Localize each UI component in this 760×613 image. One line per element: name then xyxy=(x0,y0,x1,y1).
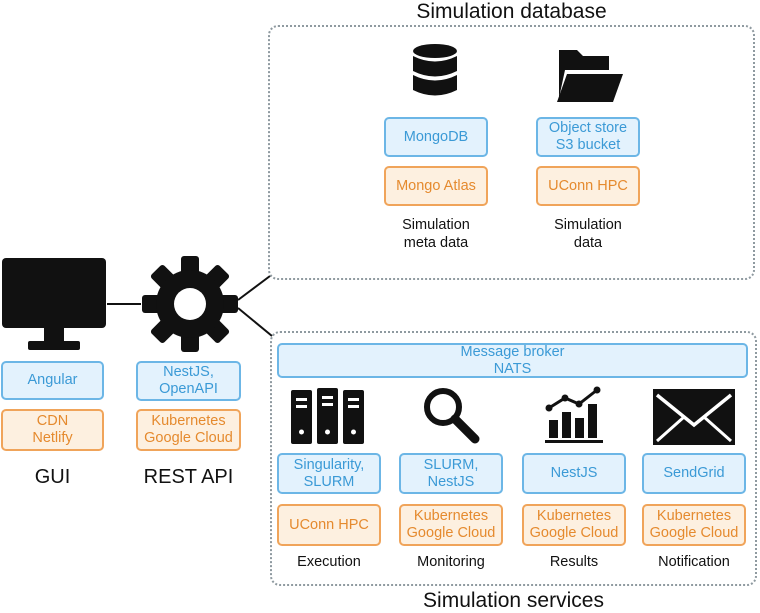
notification-caption: Notification xyxy=(658,554,730,570)
monitoring-tech-box: SLURM, NestJS xyxy=(399,453,503,494)
folder-icon xyxy=(557,50,623,102)
nestjs-openapi-tech-box: NestJS, OpenAPI xyxy=(136,361,241,401)
magnifier-icon xyxy=(424,388,480,444)
gui-label: GUI xyxy=(34,466,71,488)
monitoring-caption: Monitoring xyxy=(417,554,485,570)
envelope-icon xyxy=(653,389,735,445)
notification-tech-box: SendGrid xyxy=(642,453,746,494)
results-tech-box: NestJS xyxy=(522,453,626,494)
database-title: Simulation database xyxy=(416,0,607,23)
database-icon xyxy=(413,44,457,96)
services-group xyxy=(270,331,757,586)
mongo-atlas-host-box: Mongo Atlas xyxy=(384,166,488,206)
execution-caption: Execution xyxy=(297,554,361,570)
results-caption: Results xyxy=(549,554,599,570)
uconn-hpc-host-box: UConn HPC xyxy=(536,166,640,206)
meta-data-caption: Simulation meta data xyxy=(402,217,470,251)
monitoring-host-box: Kubernetes Google Cloud xyxy=(399,504,503,546)
monitor-icon xyxy=(2,258,106,350)
services-title: Simulation services xyxy=(423,589,604,612)
server-rack-icon xyxy=(291,388,364,444)
simulation-data-caption: Simulation data xyxy=(554,217,622,251)
object-store-tech-box: Object store S3 bucket xyxy=(536,117,640,157)
message-broker-box: Message broker NATS xyxy=(277,343,748,378)
execution-host-box: UConn HPC xyxy=(277,504,381,546)
rest-api-label: REST API xyxy=(143,466,234,488)
api-kubernetes-host-box: Kubernetes Google Cloud xyxy=(136,409,241,451)
database-group xyxy=(268,25,755,280)
execution-tech-box: Singularity, SLURM xyxy=(277,453,381,494)
netlify-host-box: CDN Netlify xyxy=(1,409,104,451)
gear-icon xyxy=(142,256,238,352)
angular-tech-box: Angular xyxy=(1,361,104,400)
notification-host-box: Kubernetes Google Cloud xyxy=(642,504,746,546)
bar-chart-icon xyxy=(545,386,603,443)
mongodb-tech-box: MongoDB xyxy=(384,117,488,157)
results-host-box: Kubernetes Google Cloud xyxy=(522,504,626,546)
